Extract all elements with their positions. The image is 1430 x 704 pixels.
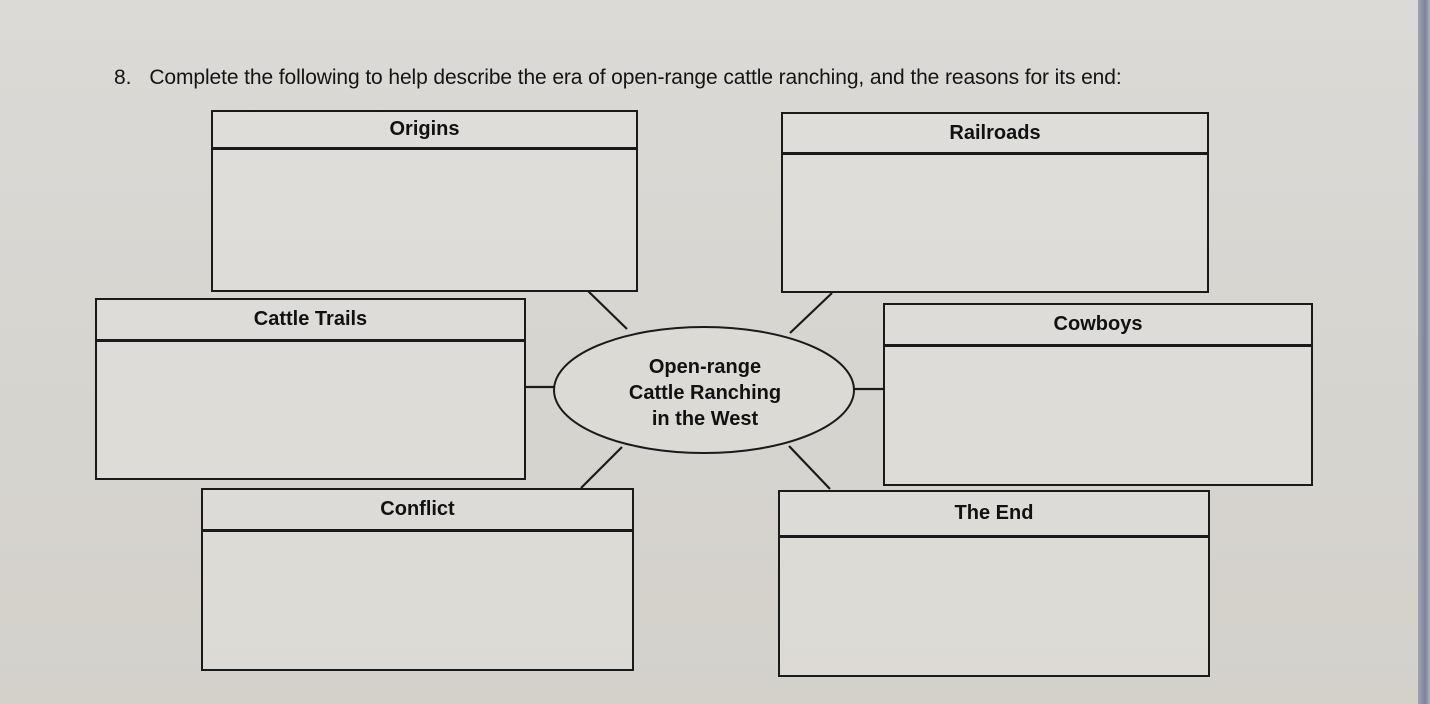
- center-line-2: Cattle Ranching: [628, 382, 782, 404]
- center-line-3: in the West: [651, 408, 759, 430]
- screen-edge: [1418, 0, 1430, 704]
- box-conflict: Conflict: [201, 488, 634, 671]
- box-railroads-answer-area[interactable]: [783, 155, 1207, 294]
- box-origins-answer-area[interactable]: [213, 150, 636, 290]
- box-cattle-trails: Cattle Trails: [95, 298, 526, 480]
- center-topic: Open-range Cattle Ranching in the West: [574, 354, 836, 432]
- question-prompt: 8. Complete the following to help describ…: [114, 66, 1122, 90]
- box-origins-title: Origins: [213, 112, 636, 150]
- box-conflict-answer-area[interactable]: [203, 532, 632, 673]
- question-number: 8.: [114, 66, 132, 89]
- box-the-end-title: The End: [780, 492, 1208, 538]
- box-cowboys: Cowboys: [883, 303, 1313, 486]
- box-railroads: Railroads: [781, 112, 1209, 293]
- center-line-1: Open-range: [648, 356, 762, 378]
- box-cattle-trails-answer-area[interactable]: [97, 342, 524, 482]
- box-origins: Origins: [211, 110, 638, 292]
- box-cattle-trails-title: Cattle Trails: [97, 300, 524, 342]
- box-conflict-title: Conflict: [203, 490, 632, 532]
- box-the-end-answer-area[interactable]: [780, 538, 1208, 683]
- box-cowboys-answer-area[interactable]: [885, 347, 1311, 488]
- box-railroads-title: Railroads: [783, 114, 1207, 155]
- question-text: Complete the following to help describe …: [149, 66, 1122, 89]
- box-cowboys-title: Cowboys: [885, 305, 1311, 347]
- box-the-end: The End: [778, 490, 1210, 677]
